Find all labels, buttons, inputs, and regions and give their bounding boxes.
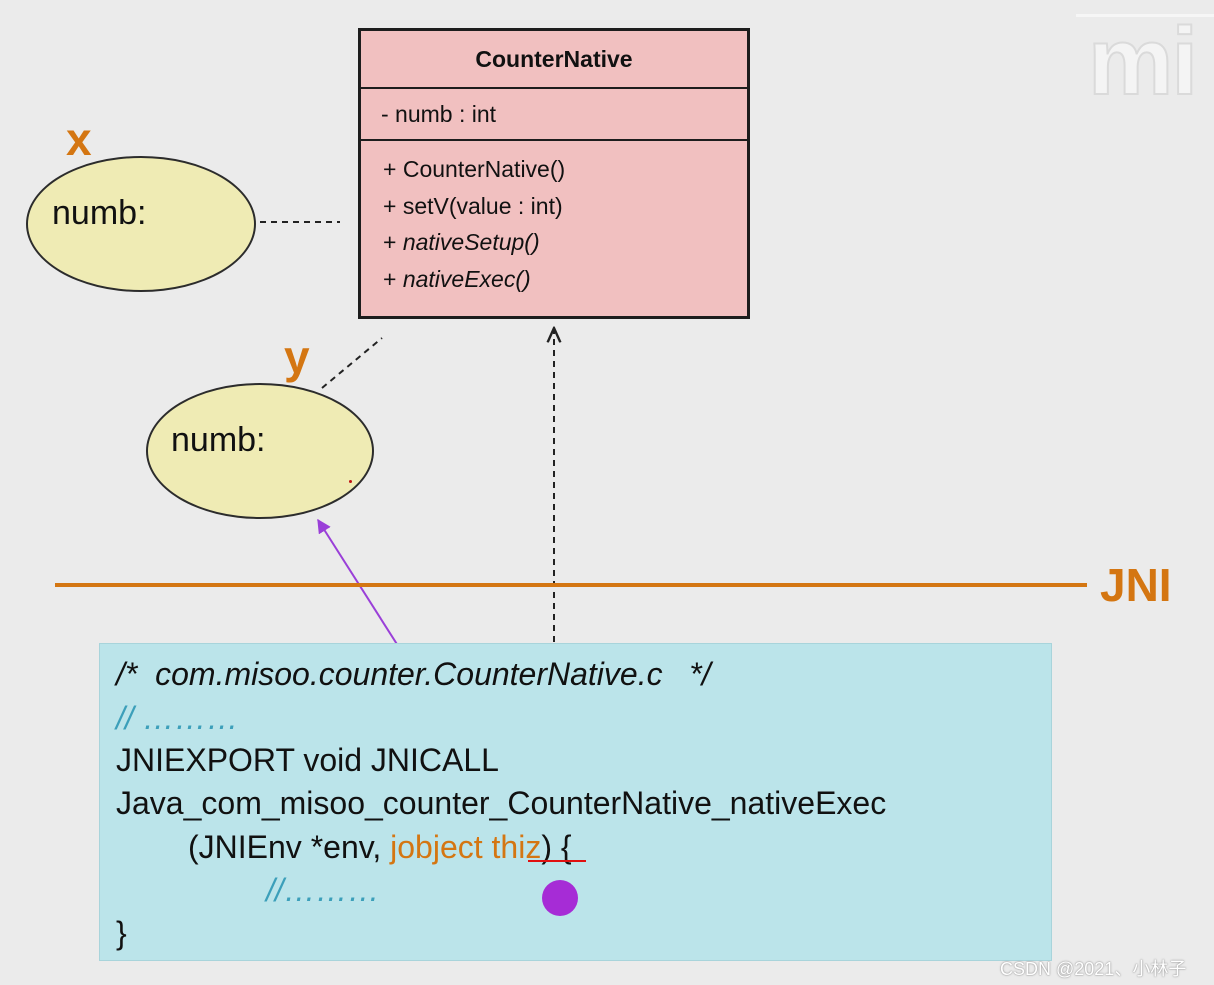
jobject-type: jobject <box>390 829 483 865</box>
watermark-rule <box>1076 14 1214 17</box>
uml-operation: + nativeSetup() <box>383 229 540 255</box>
uml-class-name: CounterNative <box>361 31 747 89</box>
jni-boundary-line <box>55 583 1087 587</box>
csdn-watermark: CSDN @2021、小林子 <box>1000 959 1187 979</box>
code-header-comment: /* com.misoo.counter.CounterNative.c */ <box>116 656 711 692</box>
stray-mark <box>349 480 352 483</box>
y-instance-link <box>321 337 383 389</box>
object-x-label: x <box>66 113 92 165</box>
uml-class-box: CounterNative - numb : int + CounterNati… <box>358 28 750 319</box>
code-signature-line: JNIEXPORT void JNICALL <box>116 742 499 778</box>
native-code-box: /* com.misoo.counter.CounterNative.c */ … <box>99 643 1052 961</box>
object-x-field: numb: <box>52 194 147 232</box>
pointer-dot <box>542 880 578 916</box>
thiz-param: thiz <box>491 829 542 865</box>
code-body-comment: //……… <box>266 872 380 908</box>
uml-operation: + setV(value : int) <box>383 192 563 219</box>
code-function-name: Java_com_misoo_counter_CounterNative_nat… <box>116 785 887 821</box>
code-parameter-line: (JNIEnv *env, jobject thiz) { <box>188 829 572 865</box>
code-comment: // ……… <box>116 700 239 736</box>
jni-label: JNI <box>1100 559 1172 611</box>
thiz-underline <box>528 860 586 862</box>
uml-attribute: - numb : int <box>361 89 747 141</box>
watermark-logo: mi <box>1087 8 1199 115</box>
object-x-ellipse: numb: <box>26 156 256 292</box>
object-y-field: numb: <box>171 421 266 459</box>
object-y-ellipse: numb: <box>146 383 374 519</box>
uml-operation: + nativeExec() <box>383 265 531 292</box>
object-y-label: y <box>284 331 310 383</box>
uml-operation: + CounterNative() <box>383 156 566 182</box>
uml-operations: + CounterNative() + setV(value : int) + … <box>361 141 747 297</box>
code-closing-brace: } <box>116 915 127 951</box>
